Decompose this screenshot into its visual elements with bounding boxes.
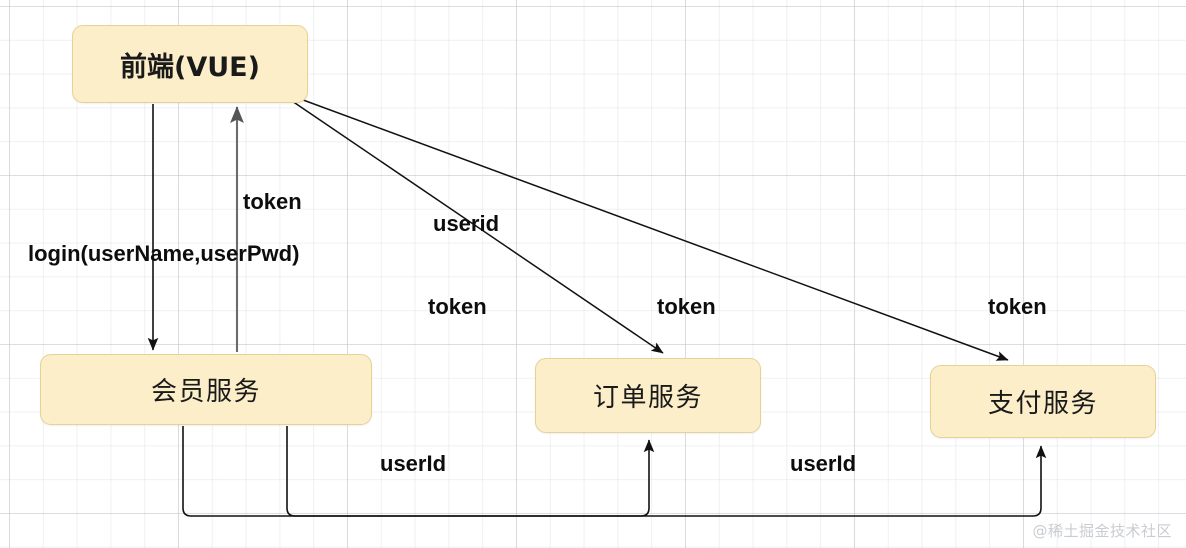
watermark: @稀土掘金技术社区: [1032, 522, 1172, 540]
node-member-service[interactable]: 会员服务: [40, 354, 372, 425]
edge-label-token-member-to-vue: token: [243, 189, 302, 214]
edge-label-userid-member-to-pay: userId: [790, 451, 857, 476]
node-payment-service[interactable]: 支付服务: [930, 365, 1156, 438]
edge-label-userid-member-to-order: userId: [380, 451, 447, 476]
edge-label-login: login(userName,userPwd): [28, 241, 300, 266]
node-frontend-vue[interactable]: 前端(VUE): [72, 25, 308, 103]
edge-token-vue-to-pay: [294, 96, 1009, 361]
edge-label-userid-vue-to-order: userid: [433, 211, 500, 236]
edge-label-token-left: token: [428, 294, 487, 319]
node-order-service[interactable]: 订单服务: [535, 358, 761, 433]
edge-label-token-right: token: [988, 294, 1047, 319]
edge-label-token-middle: token: [657, 294, 716, 319]
